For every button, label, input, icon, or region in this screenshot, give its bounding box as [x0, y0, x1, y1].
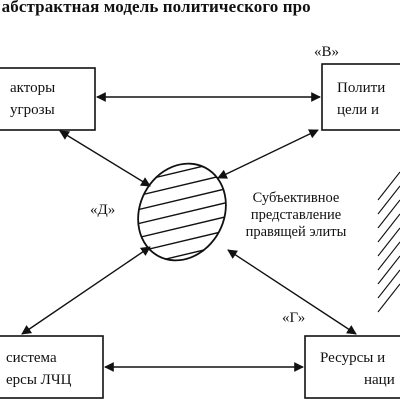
arrow-bottom-right-center: [227, 249, 357, 335]
diagram-title: я абстрактная модель политического про: [0, 0, 311, 16]
box-top-right-line2: цели и: [337, 102, 379, 118]
tag-g: «Г»: [282, 310, 306, 326]
box-top-left-line2: угрозы: [10, 102, 55, 118]
tag-d: «Д»: [90, 202, 116, 218]
arrow-bottom-left-center: [21, 246, 151, 335]
elite-label-line3: правящей элиты: [245, 224, 347, 240]
box-top-left: [0, 67, 96, 131]
arrow-top-right-center: [217, 129, 319, 179]
box-top-left-line1: акторы: [10, 80, 56, 96]
box-top-right: [321, 63, 400, 131]
box-bottom-left: [0, 335, 104, 399]
elite-representation-label: Субъективное представление правящей элит…: [226, 190, 366, 241]
box-bottom-left-line2: ерсы ЛЧЦ: [6, 372, 72, 388]
box-top-right-line1: Полити: [337, 80, 386, 96]
elite-label-line1: Субъективное: [252, 190, 340, 206]
tag-v: «В»: [314, 44, 340, 60]
box-bottom-right: [304, 335, 400, 399]
box-bottom-right-line2: наци: [364, 372, 395, 388]
elite-label-line2: представление: [250, 207, 342, 223]
arrow-top-left-center: [59, 130, 151, 187]
box-bottom-left-line1: система: [6, 350, 57, 366]
right-hatching: [377, 171, 400, 313]
box-bottom-right-line1: Ресурсы и: [320, 350, 386, 366]
